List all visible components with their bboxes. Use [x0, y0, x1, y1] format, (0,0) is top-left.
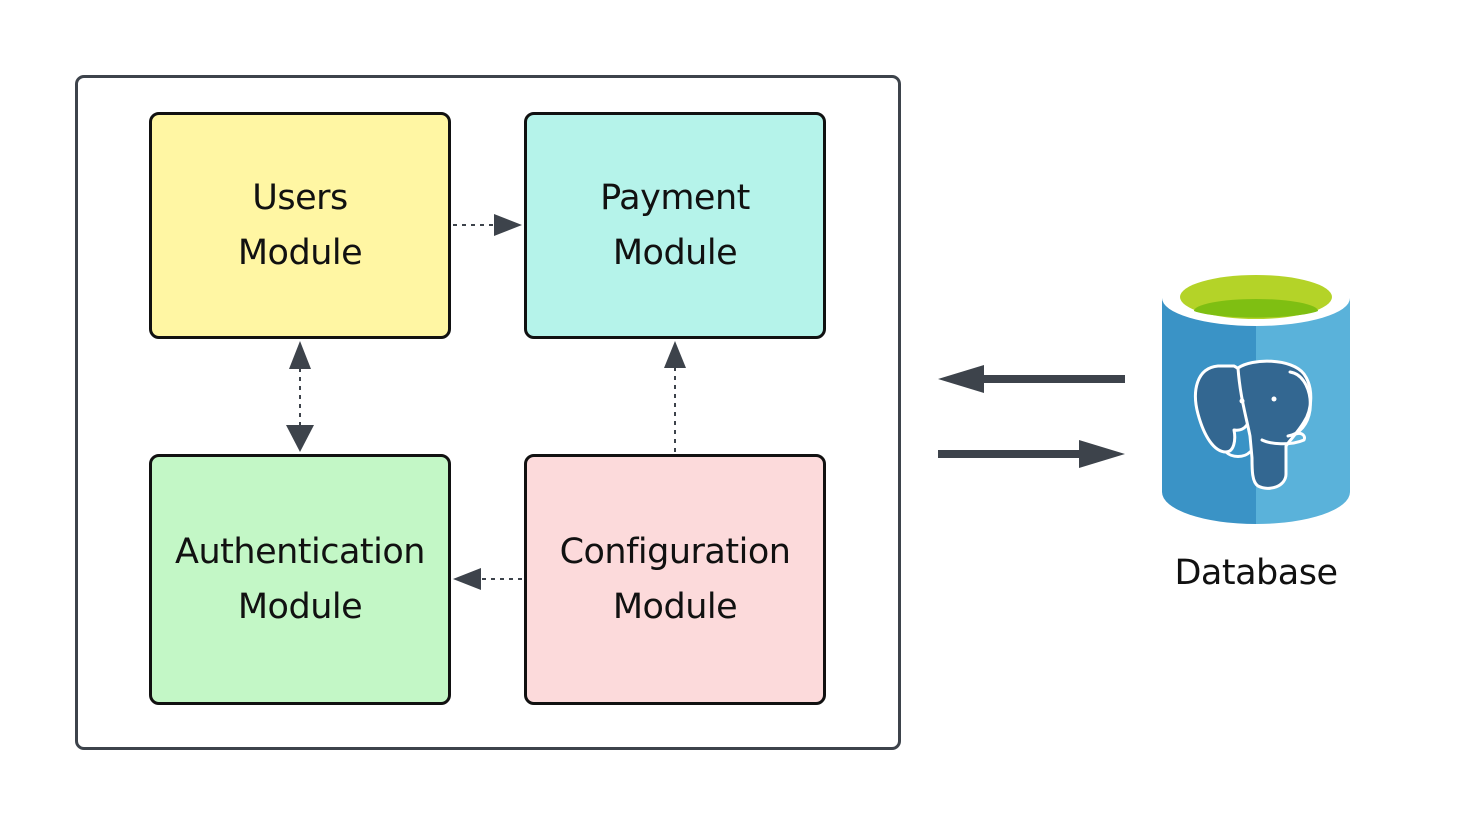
users-to-payment-connector[interactable]: [453, 214, 522, 236]
authentication-module-title: Authentication: [175, 531, 425, 572]
payment-module-title: Payment: [600, 177, 750, 218]
configuration-module-subtitle: Module: [612, 586, 738, 627]
arrowhead-up-icon: [289, 341, 311, 369]
database-to-app-arrow[interactable]: [938, 365, 1125, 393]
users-module-box[interactable]: Users Module: [149, 112, 451, 339]
arrowhead-down-icon: [286, 425, 314, 452]
users-module-subtitle: Module: [237, 232, 363, 273]
config-to-payment-connector[interactable]: [664, 341, 686, 452]
arrowhead-right-icon: [494, 214, 522, 236]
configuration-module-title: Configuration: [559, 531, 791, 572]
app-to-database-arrow[interactable]: [938, 440, 1125, 468]
payment-module-subtitle: Module: [612, 232, 738, 273]
arrowhead-right-icon: [1079, 440, 1125, 468]
authentication-module-box[interactable]: Authentication Module: [149, 454, 451, 705]
config-to-auth-connector[interactable]: [453, 568, 522, 590]
authentication-module-subtitle: Module: [237, 586, 363, 627]
postgresql-elephant-icon: [1194, 359, 1313, 490]
arrowhead-up-icon: [664, 341, 686, 368]
arrowhead-left-icon: [453, 568, 481, 590]
database-cylinder-icon[interactable]: [1162, 270, 1350, 524]
configuration-module-box[interactable]: Configuration Module: [524, 454, 826, 705]
arrowhead-left-icon: [938, 365, 984, 393]
users-module-title: Users: [252, 177, 348, 218]
payment-module-box[interactable]: Payment Module: [524, 112, 826, 339]
users-auth-connector[interactable]: [286, 341, 314, 452]
database-label: Database: [1174, 553, 1338, 593]
